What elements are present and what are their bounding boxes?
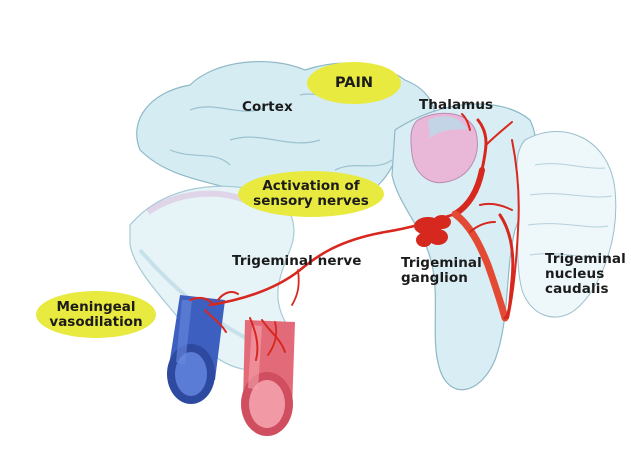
trigeminal-nucleus-label: Trigeminal nucleus caudalis [545,252,626,297]
thalamus-label: Thalamus [419,98,493,113]
activation-highlight: Activation of sensory nerves [238,171,384,217]
trigeminal-nerve-label: Trigeminal nerve [232,254,362,269]
artery-vessel [241,320,295,436]
cortex-label: Cortex [242,100,293,115]
pain-highlight: PAIN [307,62,401,104]
trigeminal-ganglion-label: Trigeminal ganglion [401,256,482,286]
meningeal-highlight: Meningeal vasodilation [36,291,156,338]
